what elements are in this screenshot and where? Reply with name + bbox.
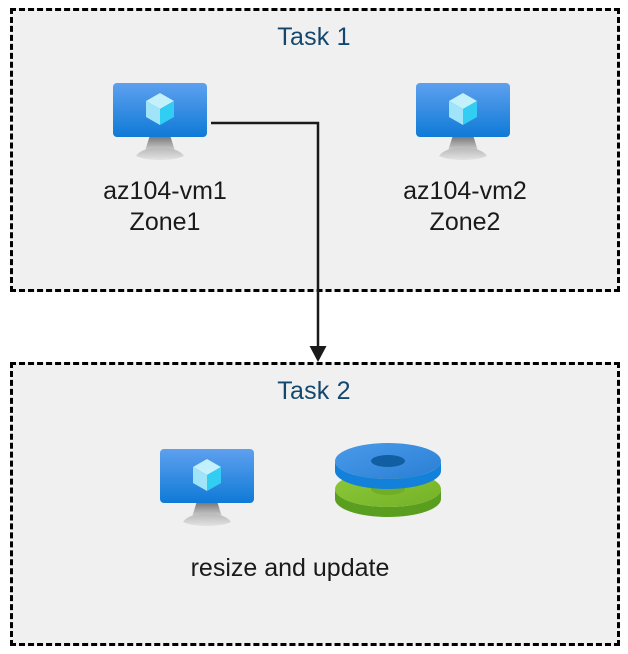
managed-disks-icon bbox=[333, 442, 443, 520]
virtual-machine-icon-vm2 bbox=[413, 80, 513, 164]
task-2-label: resize and update bbox=[190, 554, 390, 582]
virtual-machine-icon-task2 bbox=[157, 446, 257, 530]
vm2-label: az104-vm2 Zone2 bbox=[403, 177, 527, 236]
task-2-title: Task 2 bbox=[277, 377, 351, 405]
vm1-label: az104-vm1 Zone1 bbox=[103, 177, 227, 236]
task-1-title: Task 1 bbox=[277, 23, 351, 51]
task-2-container bbox=[10, 362, 620, 646]
virtual-machine-icon-vm1 bbox=[110, 80, 210, 164]
